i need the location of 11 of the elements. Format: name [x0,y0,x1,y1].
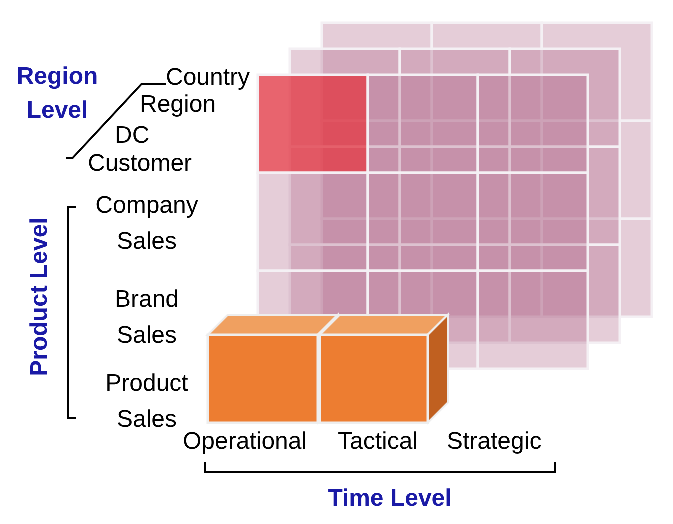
axis-title: Product Level [26,216,54,378]
level-label: Customer [88,150,192,178]
level-label: Brand Sales [114,285,180,351]
level-label: Company Sales [94,191,200,257]
axis-title: Region Level [16,62,100,126]
time-label: Tactical [338,428,418,456]
time-label: Strategic [447,428,542,456]
level-label: DC [115,122,150,150]
level-label: Region [140,91,216,119]
level-label: Country [166,64,250,92]
axis-title: Time Level [327,485,453,513]
